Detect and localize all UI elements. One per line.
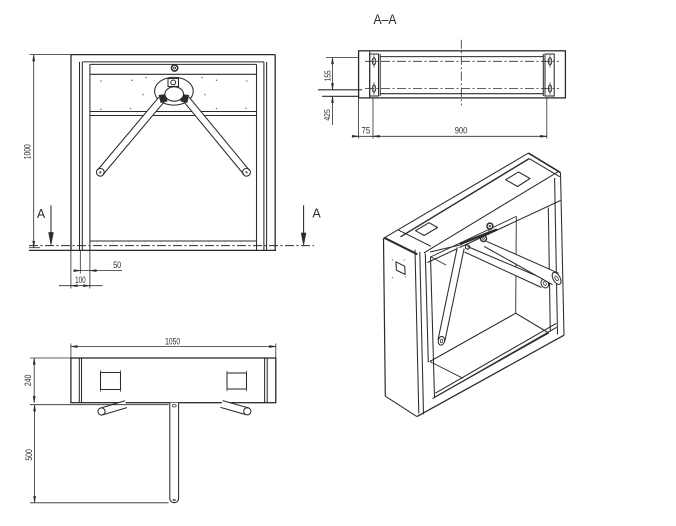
svg-text:A: A [37, 207, 46, 221]
svg-text:75: 75 [362, 126, 371, 136]
svg-text:900: 900 [455, 126, 468, 136]
svg-text:A: A [312, 207, 321, 221]
svg-text:1050: 1050 [165, 336, 180, 346]
svg-text:50: 50 [113, 260, 121, 270]
svg-text:100: 100 [75, 275, 86, 285]
svg-text:500: 500 [24, 449, 34, 461]
svg-text:1000: 1000 [22, 144, 32, 159]
svg-text:240: 240 [23, 375, 33, 387]
svg-text:425: 425 [323, 109, 332, 121]
svg-text:A–A: A–A [374, 12, 397, 27]
svg-text:155: 155 [323, 70, 332, 81]
